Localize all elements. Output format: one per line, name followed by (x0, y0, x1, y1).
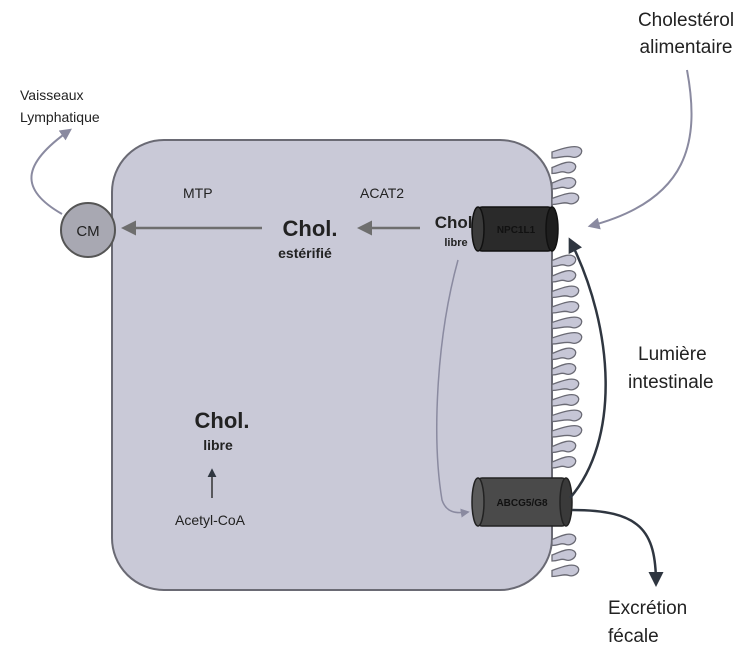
microvillus (552, 565, 579, 576)
microvillus (552, 271, 576, 282)
chol-esterifie-sub: estérifié (278, 245, 332, 261)
microvillus (552, 333, 582, 344)
arrow-cm-to-lymph (31, 130, 70, 214)
lumiere-line2: intestinale (628, 372, 714, 393)
lumiere-line1: Lumière (638, 344, 707, 365)
microvillus (552, 178, 576, 189)
microvillus (552, 410, 582, 421)
chol-libre-bottom-sub: libre (203, 437, 233, 453)
microvillus (552, 364, 576, 375)
microvillus (552, 286, 579, 297)
microvillus (552, 348, 576, 359)
arrow-dietary-to-npc1l1 (590, 70, 692, 226)
microvillus (552, 457, 576, 468)
npc1l1-transporter: NPC1L1 (472, 207, 558, 251)
chol-libre-top-main: Chol. (435, 213, 478, 232)
chol-libre-bottom-main: Chol. (195, 408, 250, 433)
vaisseaux-label-line1: Vaisseaux (20, 87, 84, 103)
excretion-line1: Excrétion (608, 598, 687, 619)
excretion-line2: fécale (608, 626, 659, 647)
microvillus (552, 147, 582, 158)
microvillus (552, 255, 576, 266)
acat2-label: ACAT2 (360, 185, 404, 201)
chol-libre-top-sub: libre (444, 237, 467, 249)
microvillus (552, 193, 579, 204)
microvillus (552, 302, 579, 313)
microvillus (552, 534, 576, 545)
chol-esterifie-main: Chol. (283, 216, 338, 241)
cholesterol-alim-line2: alimentaire (640, 37, 733, 58)
microvillus (552, 550, 576, 561)
acetyl-coa-label: Acetyl-CoA (175, 512, 246, 528)
npc1l1-label: NPC1L1 (497, 225, 536, 236)
microvillus (552, 317, 582, 328)
microvillus (552, 162, 576, 173)
abcg5-g8-transporter: ABCG5/G8 (472, 478, 572, 526)
cholesterol-alim-line1: Cholestérol (638, 10, 734, 31)
microvillus (552, 379, 579, 390)
microvillus (552, 441, 576, 452)
cm-label: CM (76, 223, 99, 240)
microvillus (552, 395, 579, 406)
arrow-abcg5-to-excretion (572, 510, 656, 584)
mtp-label: MTP (183, 185, 213, 201)
vaisseaux-label-line2: Lymphatique (20, 109, 100, 125)
abcg5-g8-label: ABCG5/G8 (496, 498, 548, 509)
microvillus (552, 426, 582, 437)
